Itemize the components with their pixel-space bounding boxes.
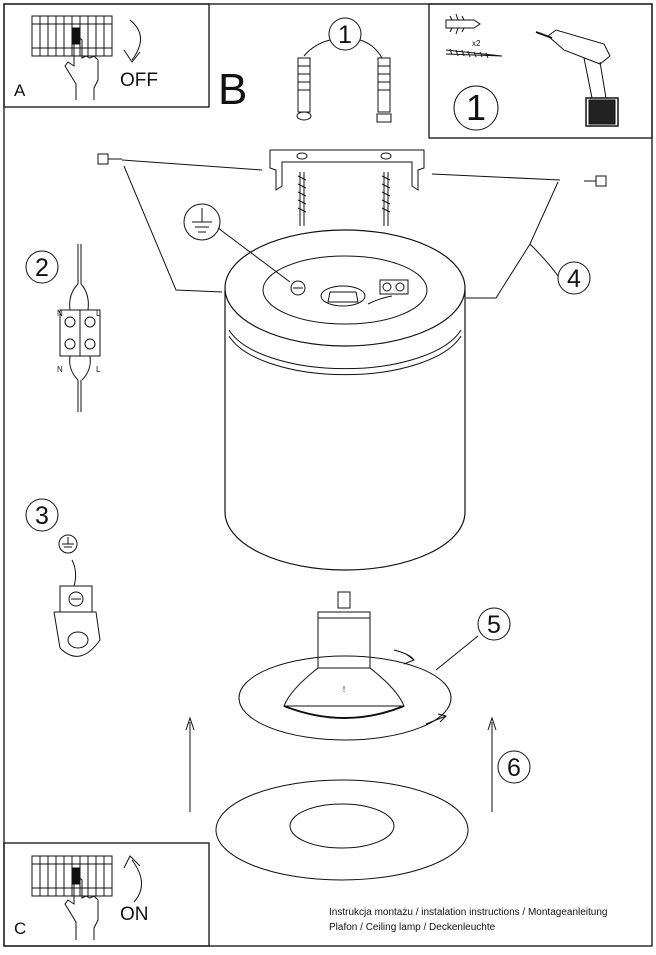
tools-panel-frame [428,3,653,139]
step-3-number: 3 [35,502,49,530]
footer-product-line: Plafon / Ceiling lamp / Deckenleuchte [329,922,496,933]
step-1-callout: 1 [303,17,383,59]
mounting-bracket [269,149,425,226]
leader-line [359,39,383,59]
leader-line [466,181,559,299]
arrow-up-icon [185,716,195,812]
drill-icon [535,29,619,127]
live-label: L [96,365,101,374]
leader-line [123,165,223,293]
panel-c-frame [3,842,210,947]
wall-plug-icon [445,13,481,35]
arrow-up-icon [487,716,497,812]
footer-instructions-line: Instrukcja montażu / instalation instruc… [329,907,608,918]
hand-pointer-icon [64,37,99,100]
live-label: L [96,309,101,318]
panel-c-letter: C [14,919,26,938]
ground-symbol-icon [183,203,221,241]
rotate-arrow-icon [425,713,447,725]
breaker-box-icon [31,15,113,57]
ring-inner-edge [283,705,405,719]
step-2-callout: 2 [25,250,59,284]
step-1-number: 1 [338,21,352,49]
step-5-number: 5 [487,611,501,639]
step-1-circle [328,17,362,51]
side-screw [97,153,122,165]
step-3-callout: 3 [25,498,59,532]
breaker-box-icon [31,855,113,897]
wall-dowel [376,57,392,123]
neutral-label: N [57,309,63,318]
dowel-quantity: x2 [472,39,481,48]
step-4-callout: 4 [529,243,591,295]
screw-icon [445,48,503,59]
hand-pointer-icon [64,877,99,940]
step-2-number: 2 [35,254,49,282]
outer-frame [3,3,653,947]
gu10-bulb: ! [283,591,405,707]
rotate-arrow-icon [393,649,416,665]
panel-c-switch-on: C ON [3,842,210,947]
panel-a-letter: A [14,81,26,100]
cover-ring [215,779,469,881]
step-1-circle-tools [453,85,499,131]
leader-line [435,635,479,671]
lamp-cylinder-housing [224,229,466,571]
step-2-circle [25,250,59,284]
wall-dowel [296,57,312,121]
tools-step-number: 1 [466,87,486,128]
side-screw [584,175,607,187]
leader-line [431,173,561,181]
ground-terminal-clamp [53,559,101,657]
step-4-circle [557,261,591,295]
terminal-block-inside [290,279,409,307]
arrow-up-icon [123,855,142,903]
step-3-circle [25,498,59,532]
wire-connector-diagram [59,244,101,412]
panel-a-switch-off: A OFF [3,3,210,108]
step-6-callout: 6 [497,750,531,784]
step-6-circle [497,750,531,784]
switch-on-label: ON [120,904,149,925]
neutral-label: N [57,365,63,374]
leader-line [121,159,263,171]
step-5-circle [477,607,511,641]
switch-off-label: OFF [120,70,158,91]
step-6-number: 6 [507,754,521,782]
panel-a-frame [3,3,210,108]
panel-b-letter: B [218,65,247,114]
leader-line [217,227,291,283]
arrow-down-icon [123,19,141,63]
ground-symbol-icon [58,534,78,554]
leader-line [529,243,559,277]
step-5-callout: 5 [435,607,511,671]
tools-panel: x2 1 [428,3,653,139]
reflector-ring [238,655,452,741]
bulb-marking: ! [343,685,345,694]
leader-line [303,39,331,57]
step-4-number: 4 [567,265,581,293]
